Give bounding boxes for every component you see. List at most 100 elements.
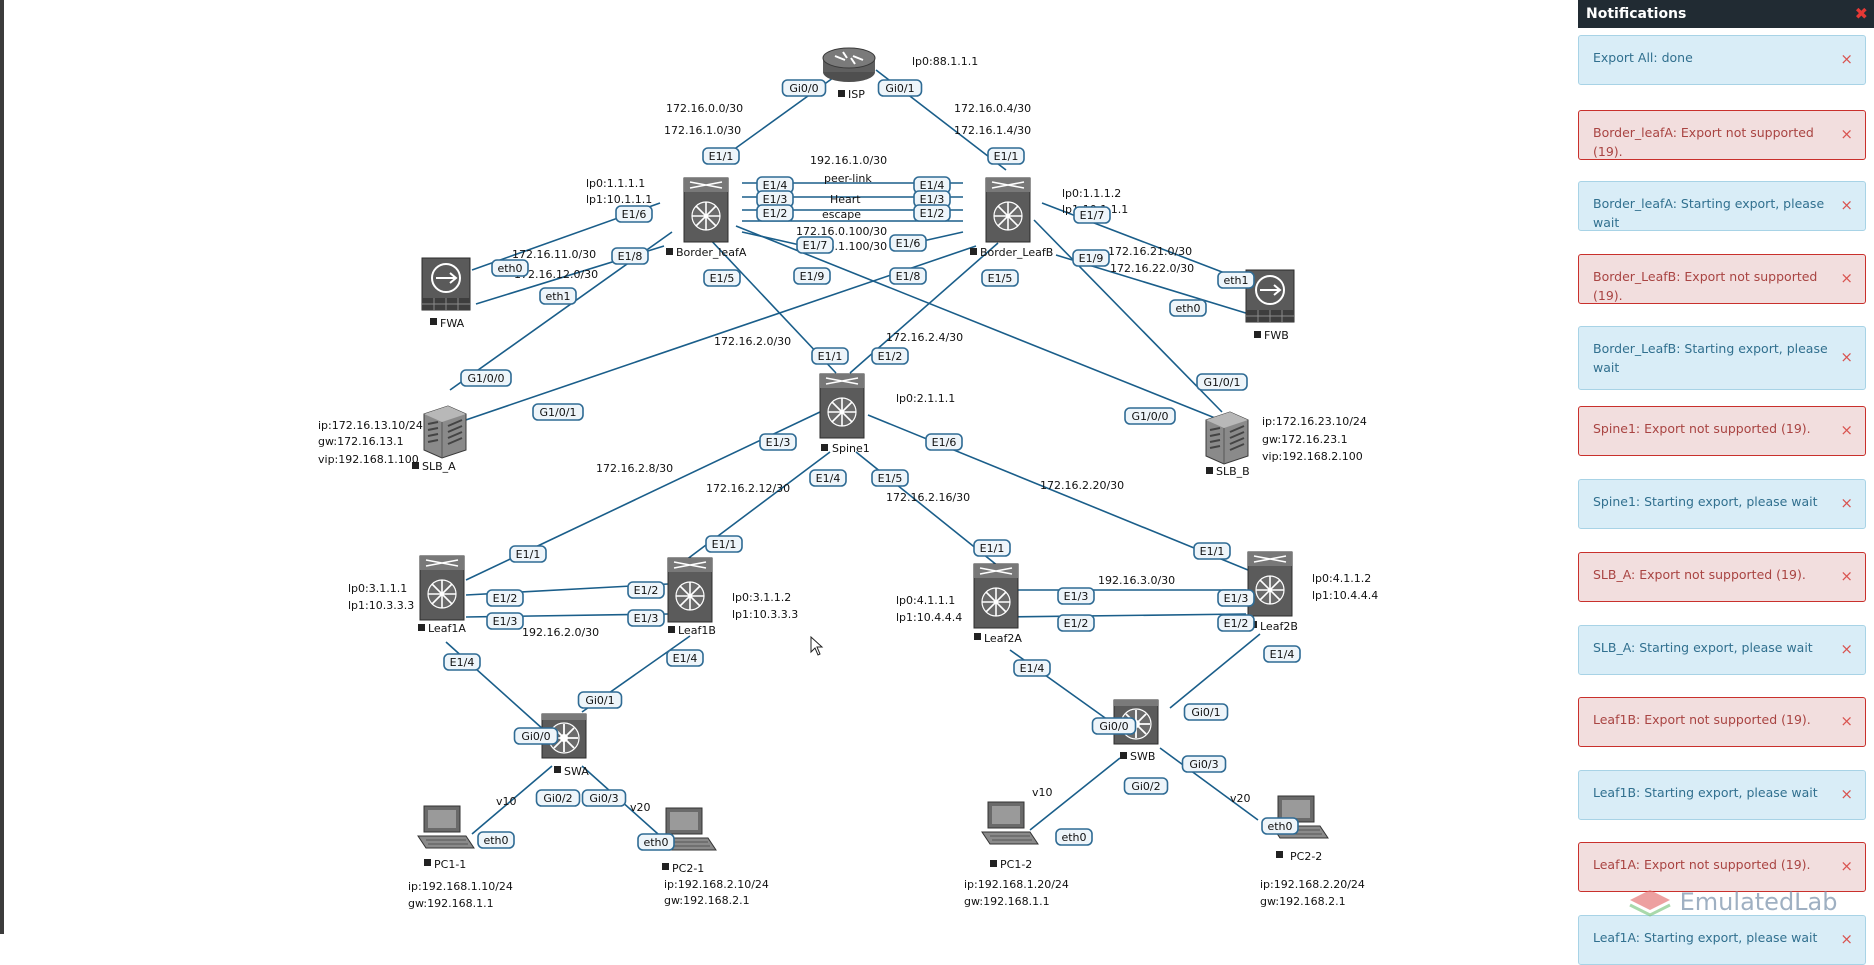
nexus-switch-icon[interactable] (819, 373, 865, 439)
interface-label[interactable]: E1/5 (871, 469, 909, 487)
interface-label[interactable]: Gi0/2 (535, 789, 581, 807)
interface-label[interactable]: E1/3 (627, 609, 665, 627)
interface-label[interactable]: Gi0/1 (1183, 703, 1229, 721)
interface-label[interactable]: E1/2 (1217, 614, 1255, 632)
interface-label[interactable]: E1/1 (509, 545, 547, 563)
interface-label[interactable]: eth0 (1055, 828, 1093, 846)
interface-label[interactable]: E1/2 (486, 589, 524, 607)
interface-label[interactable]: eth0 (1169, 299, 1207, 317)
interface-label[interactable]: E1/3 (1217, 589, 1255, 607)
dismiss-icon[interactable]: × (1840, 494, 1853, 512)
interface-label[interactable]: eth0 (637, 833, 675, 851)
nexus-switch-icon[interactable] (419, 555, 465, 621)
interface-label[interactable]: eth1 (539, 287, 577, 305)
pc-icon[interactable] (417, 805, 475, 849)
interface-label[interactable]: E1/2 (756, 204, 794, 222)
dismiss-icon[interactable]: × (1840, 348, 1853, 366)
dismiss-icon[interactable]: × (1840, 125, 1853, 143)
leaf1a-lp1: lp1:10.3.3.3 (348, 599, 414, 612)
interface-label[interactable]: Gi0/3 (581, 789, 627, 807)
nexus-switch-icon[interactable] (683, 177, 729, 243)
dismiss-icon[interactable]: × (1840, 421, 1853, 439)
interface-label[interactable]: E1/3 (759, 433, 797, 451)
interface-label[interactable]: eth0 (491, 259, 529, 277)
nexus-switch-icon[interactable] (985, 177, 1031, 243)
interface-label[interactable]: E1/4 (1013, 659, 1051, 677)
interface-label[interactable]: E1/4 (756, 176, 794, 194)
interface-label[interactable]: E1/6 (889, 234, 927, 252)
interface-label[interactable]: E1/3 (913, 190, 951, 208)
subnet-label: 172.16.22.0/30 (1110, 262, 1194, 275)
nexus-switch-icon[interactable] (1247, 551, 1293, 617)
interface-label[interactable]: G1/0/0 (1124, 407, 1176, 425)
interface-label[interactable]: G1/0/1 (532, 403, 584, 421)
subnet-label: 172.16.11.0/30 (512, 248, 596, 261)
notification-text: SLB_A: Starting export, please wait (1593, 640, 1813, 655)
interface-label[interactable]: Gi0/0 (1091, 717, 1137, 735)
node-label-fwa: FWA (440, 317, 465, 330)
interface-label[interactable]: Gi0/1 (877, 79, 923, 97)
interface-label[interactable]: E1/4 (1263, 645, 1301, 663)
nexus-switch-icon[interactable] (973, 563, 1019, 629)
dismiss-icon[interactable]: × (1840, 930, 1853, 948)
node-label-pc2-1: PC2-1 (672, 862, 704, 875)
interface-label[interactable]: E1/1 (811, 347, 849, 365)
interface-label[interactable]: Gi0/2 (1123, 777, 1169, 795)
interface-label[interactable]: E1/2 (627, 581, 665, 599)
interface-label[interactable]: Gi0/3 (1181, 755, 1227, 773)
svg-text:eth0: eth0 (497, 262, 522, 275)
interface-label[interactable]: E1/3 (486, 612, 524, 630)
interface-label[interactable]: E1/9 (1072, 249, 1110, 267)
interface-label[interactable]: E1/1 (1193, 542, 1231, 560)
interface-label[interactable]: E1/7 (1073, 206, 1111, 224)
node-marker (974, 633, 981, 640)
dismiss-icon[interactable]: × (1840, 712, 1853, 730)
dismiss-icon[interactable]: × (1840, 785, 1853, 803)
pc-icon[interactable] (981, 801, 1039, 845)
interface-label[interactable]: G1/0/0 (460, 369, 512, 387)
interface-label[interactable]: E1/6 (925, 433, 963, 451)
interface-label[interactable]: E1/1 (973, 539, 1011, 557)
dismiss-icon[interactable]: × (1840, 857, 1853, 875)
interface-label[interactable]: E1/8 (889, 267, 927, 285)
interface-label[interactable]: Gi0/1 (577, 691, 623, 709)
dismiss-icon[interactable]: × (1840, 567, 1853, 585)
interface-label[interactable]: Gi0/0 (781, 79, 827, 97)
subnet-label: 172.16.1.0/30 (664, 124, 741, 137)
interface-label[interactable]: E1/1 (702, 147, 740, 165)
topology-canvas[interactable]: ISP lp0:88.1.1.1 Border_leafA lp0:1.1.1.… (0, 0, 1874, 934)
interface-label[interactable]: E1/3 (1057, 587, 1095, 605)
interface-label[interactable]: E1/6 (615, 205, 653, 223)
nexus-switch-icon[interactable] (667, 557, 713, 623)
dismiss-icon[interactable]: × (1840, 640, 1853, 658)
interface-label[interactable]: E1/4 (443, 653, 481, 671)
dismiss-icon[interactable]: × (1840, 269, 1853, 287)
load-balancer-icon[interactable] (1205, 411, 1249, 465)
interface-label[interactable]: E1/5 (703, 269, 741, 287)
interface-label[interactable]: E1/4 (666, 649, 704, 667)
interface-label[interactable]: E1/5 (981, 269, 1019, 287)
interface-label[interactable]: E1/2 (871, 347, 909, 365)
router-icon[interactable] (822, 47, 876, 83)
interface-label[interactable]: E1/8 (611, 247, 649, 265)
svg-text:E1/1: E1/1 (516, 548, 541, 561)
load-balancer-icon[interactable] (423, 405, 467, 459)
interface-label[interactable]: E1/1 (705, 535, 743, 553)
interface-label[interactable]: E1/2 (913, 204, 951, 222)
dismiss-icon[interactable]: × (1840, 50, 1853, 68)
interface-label[interactable]: E1/7 (796, 236, 834, 254)
interface-label[interactable]: eth0 (477, 831, 515, 849)
interface-label[interactable]: eth1 (1217, 271, 1255, 289)
firewall-icon[interactable] (421, 257, 471, 311)
interface-label[interactable]: E1/4 (809, 469, 847, 487)
interface-label[interactable]: E1/2 (1057, 614, 1095, 632)
close-icon[interactable]: ✖ (1854, 4, 1868, 23)
interface-label[interactable]: Gi0/0 (513, 727, 559, 745)
interface-label[interactable]: G1/0/1 (1196, 373, 1248, 391)
node-label-spine1: Spine1 (832, 442, 870, 455)
dismiss-icon[interactable]: × (1840, 196, 1853, 214)
interface-label[interactable]: E1/9 (793, 267, 831, 285)
interface-label[interactable]: eth0 (1261, 817, 1299, 835)
interface-label[interactable]: E1/1 (987, 147, 1025, 165)
pc1-2-ip: ip:192.168.1.20/24 (964, 878, 1069, 891)
